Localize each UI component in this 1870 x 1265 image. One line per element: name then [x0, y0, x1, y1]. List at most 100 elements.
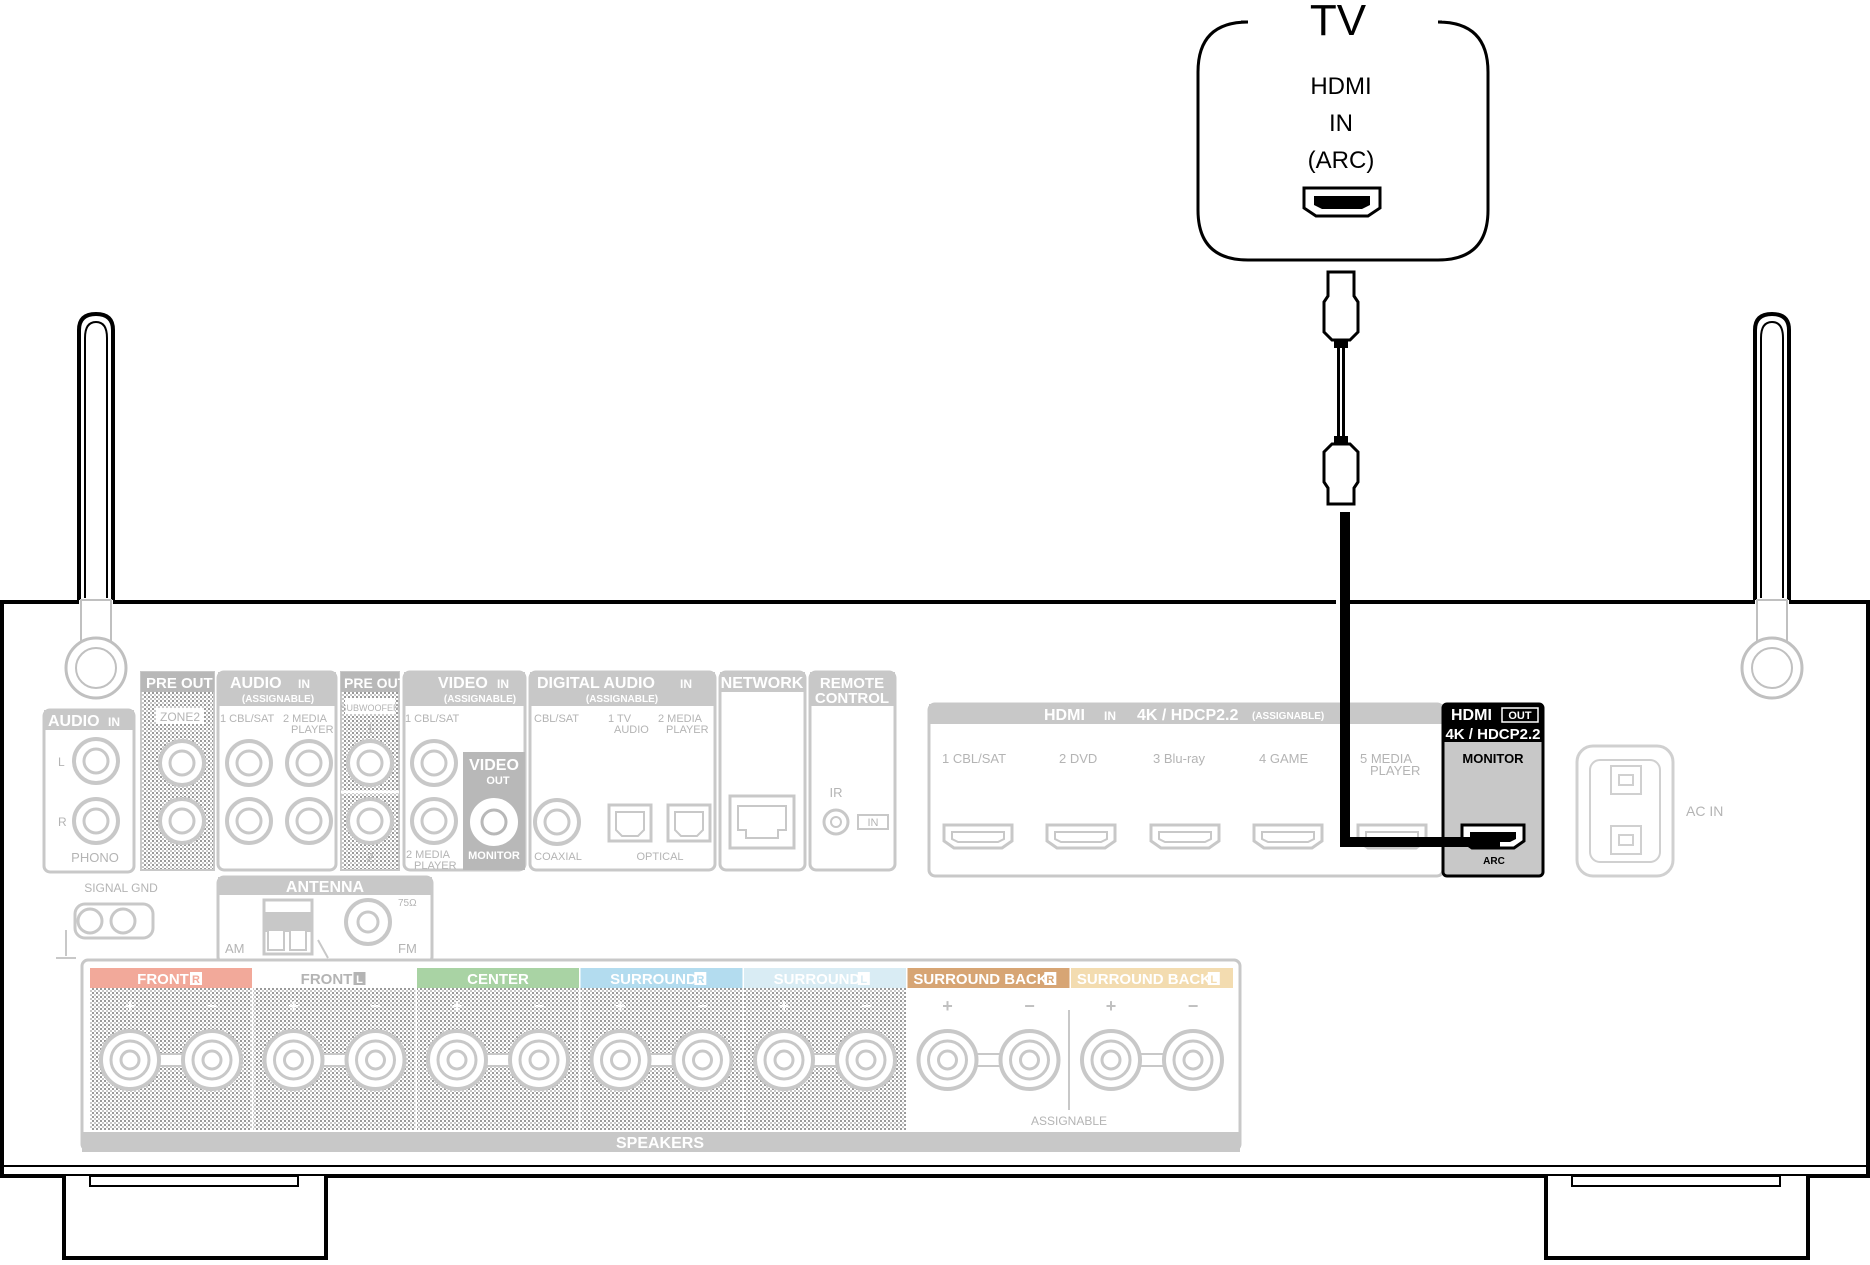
speaker-minus-terminal[interactable] [1162, 1029, 1224, 1091]
hdmi-in-port-1-icon[interactable] [942, 823, 1014, 850]
minus-sign: − [534, 996, 545, 1016]
svg-text:IN: IN [868, 817, 879, 829]
svg-text:REMOTE: REMOTE [820, 675, 884, 692]
speaker-minus-terminal[interactable] [181, 1029, 243, 1091]
svg-text:AM: AM [225, 941, 245, 956]
speaker-channel-label: FRONT [301, 971, 353, 988]
wireless-antenna-right [1740, 311, 1804, 700]
antenna-section: ANTENNA AM 75Ω FM [216, 875, 434, 965]
svg-text:AUDIO: AUDIO [48, 713, 100, 730]
svg-text:VIDEO: VIDEO [469, 757, 519, 774]
svg-text:AUDIO: AUDIO [230, 675, 282, 692]
hdmi-in-port-3-icon[interactable] [1149, 823, 1221, 850]
speaker-plus-terminal[interactable] [589, 1029, 652, 1091]
svg-text:IN: IN [1104, 709, 1116, 723]
ethernet-port-icon[interactable] [728, 794, 796, 850]
svg-text:1 CBL/SAT: 1 CBL/SAT [942, 751, 1006, 766]
svg-text:SUBWOOFER: SUBWOOFER [340, 703, 400, 713]
plus-sign: + [288, 996, 299, 1016]
ac-in-section: AC IN [1575, 744, 1723, 878]
speaker-plus-terminal[interactable] [426, 1029, 488, 1091]
speaker-plus-terminal[interactable] [916, 1029, 979, 1091]
optical-tv-port-icon[interactable] [607, 803, 653, 843]
minus-sign: − [1188, 996, 1199, 1016]
svg-text:COAXIAL: COAXIAL [534, 851, 582, 863]
svg-text:VIDEO: VIDEO [438, 675, 488, 692]
speaker-channel-3: CENTER+− [417, 968, 579, 1130]
speaker-minus-terminal[interactable] [508, 1029, 570, 1091]
hdmi-cable-end [1340, 640, 1500, 847]
pre-out-subwoofer-section: PRE OUT SUBWOOFER 1 2 [340, 671, 407, 871]
speaker-minus-terminal[interactable] [671, 1029, 734, 1091]
svg-text:HDMI: HDMI [1044, 707, 1085, 724]
video-section: VIDEO IN (ASSIGNABLE) 1 CBL/SAT 2 MEDIA … [402, 670, 527, 872]
hdmi-out-monitor-section: HDMI OUT 4K / HDCP2.2 MONITOR ARC [1441, 702, 1545, 878]
network-section: NETWORK [718, 670, 807, 872]
optical-media-port-icon[interactable] [666, 803, 712, 843]
cable-plug-top-icon [1322, 270, 1360, 342]
speaker-plus-terminal[interactable] [262, 1029, 325, 1091]
minus-sign: − [207, 996, 218, 1016]
svg-text:CBL/SAT: CBL/SAT [534, 713, 579, 725]
svg-text:OUT: OUT [486, 775, 510, 787]
svg-text:PRE OUT: PRE OUT [344, 675, 407, 691]
svg-text:PLAYER: PLAYER [291, 724, 334, 736]
svg-text:PLAYER: PLAYER [1370, 763, 1420, 778]
minus-sign: − [861, 996, 872, 1016]
speaker-plus-terminal[interactable] [99, 1029, 161, 1091]
am-antenna-terminal-icon[interactable] [262, 898, 329, 959]
svg-text:IN: IN [680, 677, 692, 691]
svg-text:L: L [58, 755, 65, 769]
svg-text:NETWORK: NETWORK [721, 675, 804, 692]
speaker-channel-side: R [696, 974, 704, 986]
speaker-plus-terminal[interactable] [753, 1029, 815, 1091]
plus-sign: + [779, 996, 790, 1016]
svg-text:AUDIO: AUDIO [614, 724, 649, 736]
speaker-minus-terminal[interactable] [344, 1029, 407, 1091]
svg-text:1: 1 [366, 721, 373, 736]
svg-text:MONITOR: MONITOR [1462, 751, 1524, 766]
svg-text:OPTICAL: OPTICAL [636, 851, 683, 863]
tv-hdmi-label: HDMI [1310, 73, 1371, 100]
signal-gnd-terminal-icon[interactable] [56, 902, 155, 959]
cable-plug-bottom-icon [1322, 442, 1360, 506]
speaker-channel-label: SURROUND BACK [913, 971, 1047, 988]
svg-text:PLAYER: PLAYER [666, 724, 709, 736]
tv-in-label: IN [1329, 110, 1353, 137]
svg-text:IN: IN [298, 677, 310, 691]
speaker-minus-terminal[interactable] [998, 1029, 1061, 1091]
svg-text:1 CBL/SAT: 1 CBL/SAT [405, 713, 459, 725]
svg-text:5 MEDIA: 5 MEDIA [1360, 751, 1412, 766]
speaker-plus-terminal[interactable] [1080, 1029, 1142, 1091]
hdmi-in-port-4-icon[interactable] [1252, 823, 1324, 850]
svg-text:ASSIGNABLE: ASSIGNABLE [1031, 1114, 1107, 1128]
svg-text:75Ω: 75Ω [398, 898, 417, 909]
svg-text:MONITOR: MONITOR [468, 850, 520, 862]
speaker-minus-terminal[interactable] [835, 1029, 897, 1091]
tv-hdmi-in-port-icon[interactable] [1302, 186, 1382, 218]
svg-text:DIGITAL AUDIO: DIGITAL AUDIO [537, 675, 655, 692]
speaker-channel-label: FRONT [137, 971, 189, 988]
ac-inlet-icon[interactable] [1575, 744, 1675, 878]
speaker-channel-side: L [356, 974, 363, 986]
svg-text:OUT: OUT [1508, 710, 1532, 722]
svg-text:2: 2 [366, 850, 373, 865]
svg-text:2 MEDIA: 2 MEDIA [406, 849, 451, 861]
pre-out-zone2-section: PRE OUT ZONE2 [140, 671, 215, 871]
minus-sign: − [1024, 996, 1035, 1016]
svg-text:(ASSIGNABLE): (ASSIGNABLE) [444, 694, 516, 705]
speaker-channel-side: R [192, 974, 200, 986]
minus-sign: − [370, 996, 381, 1016]
remote-control-section: REMOTE CONTROL IR IN [808, 670, 897, 872]
speaker-channel-label: SURROUND [610, 971, 697, 988]
tv-arc-label: (ARC) [1308, 147, 1375, 174]
svg-text:1 TV: 1 TV [608, 713, 632, 725]
speaker-channel-label: SURROUND BACK [1077, 971, 1211, 988]
plus-sign: + [452, 996, 463, 1016]
hdmi-in-port-2-icon[interactable] [1045, 823, 1117, 850]
